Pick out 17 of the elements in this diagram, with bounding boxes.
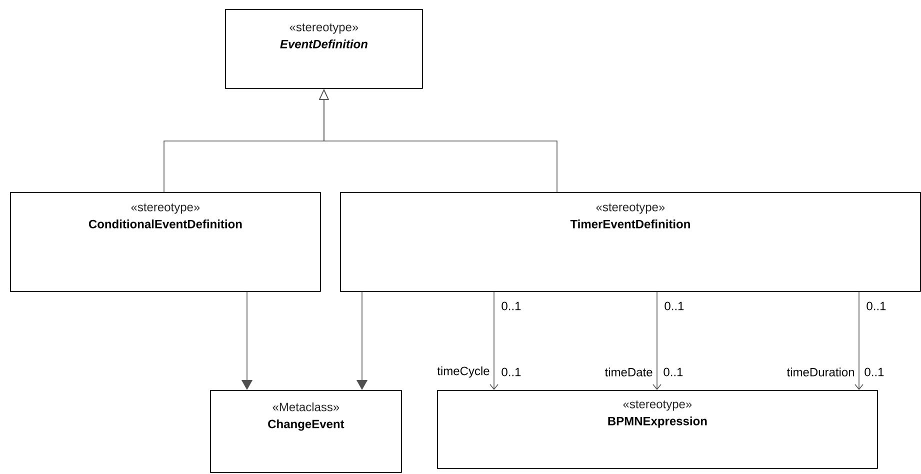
association-arrow (652, 292, 662, 390)
edge-label: timeCycle (437, 366, 490, 378)
multiplicity-label: 0..1 (866, 302, 886, 310)
class-box: «stereotype» ConditionalEventDefinition (10, 192, 321, 292)
edge-label: timeDate (604, 368, 652, 376)
association-arrow (490, 292, 498, 390)
multiplicity-label: 0..1 (864, 368, 884, 376)
multiplicity-label: 0..1 (664, 302, 684, 310)
class-box: «Metaclass» ChangeEvent (210, 390, 402, 473)
class-box: «stereotype» EventDefinition (225, 9, 423, 89)
association-arrow (854, 292, 864, 390)
class-box: «stereotype» BPMNExpression (437, 390, 878, 469)
multiplicity-label: 0..1 (664, 368, 683, 376)
class-box: «stereotype» TimerEventDefinition (340, 192, 921, 292)
multiplicity-label: 0..1 (502, 302, 521, 310)
edge-label: timeDuration (786, 368, 854, 376)
multiplicity-label: 0..1 (502, 368, 521, 376)
